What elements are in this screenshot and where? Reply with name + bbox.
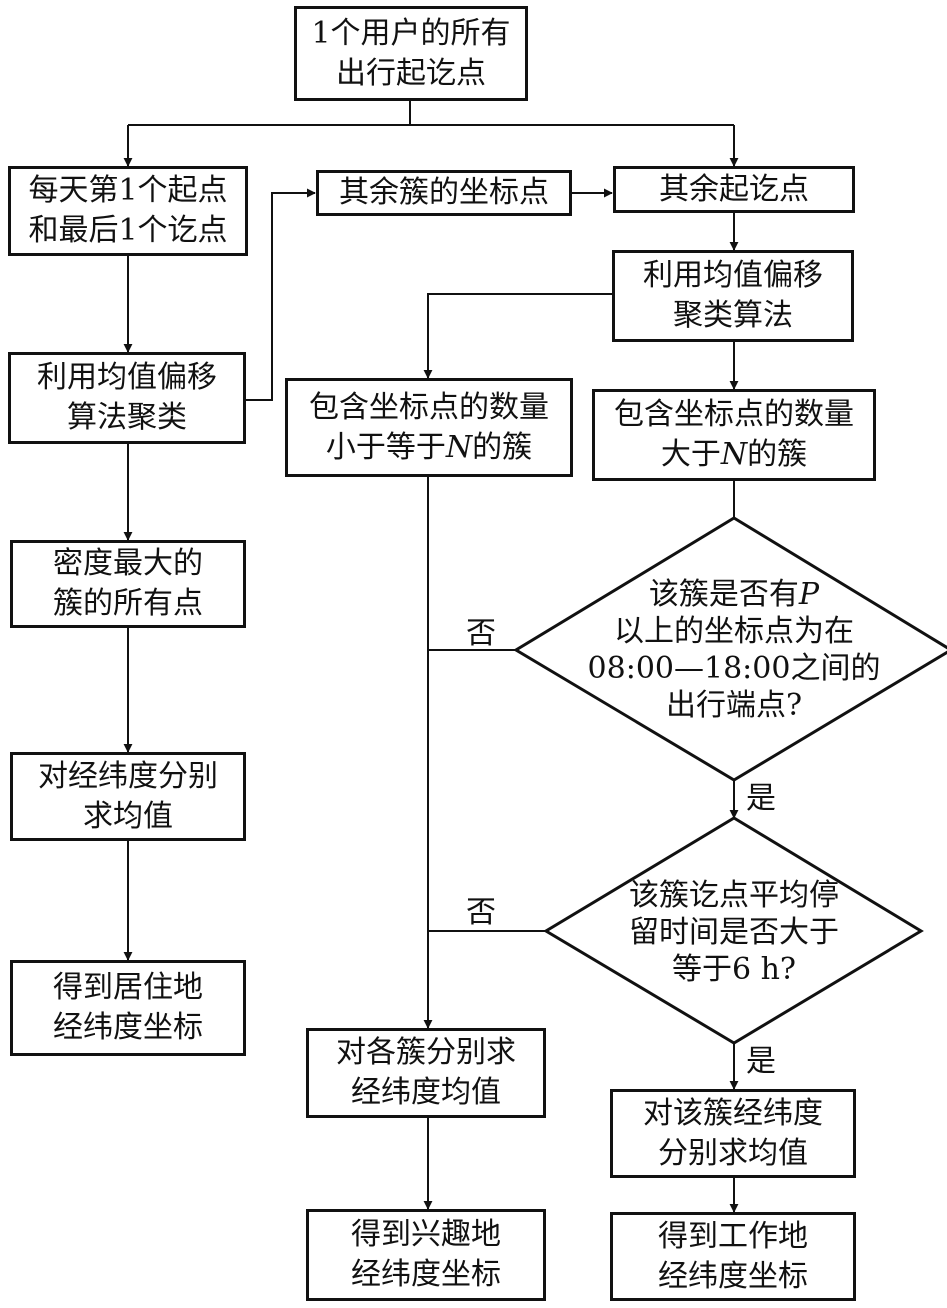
large-cluster-text-a: 大于: [660, 437, 721, 472]
connector-meanshift-to-small: [423, 293, 612, 379]
mean-each-line-2: 经纬度均值: [351, 1075, 501, 1110]
mean-each-box: 对各簇分别求 经纬度均值: [306, 1028, 546, 1118]
interest-line-2: 经纬度坐标: [351, 1257, 501, 1292]
worktime-line-2: 以上的坐标点为在: [614, 614, 854, 649]
meanshift-left-box: 利用均值偏移 算法聚类: [8, 352, 246, 444]
worktime-var-p: P: [798, 577, 820, 612]
large-cluster-var-n: N: [720, 437, 748, 472]
large-cluster-box: 包含坐标点的数量 大于N的簇: [592, 389, 876, 481]
work-line-2: 经纬度坐标: [658, 1258, 808, 1294]
start-line-2: 出行起讫点: [336, 55, 486, 91]
other-cluster-points-label: 其余簇的坐标点: [339, 175, 549, 210]
stay-line-3: 等于6 h?: [671, 951, 797, 987]
interest-box: 得到兴趣地 经纬度坐标: [306, 1209, 546, 1301]
home-line-2: 经纬度坐标: [53, 1010, 203, 1045]
small-cluster-line-1: 包含坐标点的数量: [309, 389, 549, 425]
mean-cluster-line-1: 对该簇经纬度: [643, 1095, 823, 1131]
first-last-line-2: 和最后1个讫点: [28, 213, 228, 248]
yes-label-2: 是: [746, 1044, 776, 1079]
worktime-line-3: 08:00—18:00之间的: [587, 651, 881, 686]
stay-line-2: 留时间是否大于: [629, 914, 839, 950]
first-last-box: 每天第1个起点 和最后1个讫点: [8, 166, 248, 256]
mean-cluster-box: 对该簇经纬度 分别求均值: [610, 1089, 856, 1178]
home-box: 得到居住地 经纬度坐标: [10, 960, 246, 1056]
small-cluster-box: 包含坐标点的数量 小于等于N的簇: [285, 378, 573, 477]
mean-left-box: 对经纬度分别 求均值: [10, 752, 246, 841]
stay-line-1: 该簇讫点平均停: [629, 877, 839, 913]
small-cluster-var-n: N: [445, 429, 473, 465]
interest-line-1: 得到兴趣地: [351, 1217, 501, 1252]
start-box: 1个用户的所有 出行起讫点: [294, 6, 528, 101]
meanshift-right-line-1: 利用均值偏移: [643, 258, 823, 293]
other-od-label: 其余起讫点: [659, 171, 809, 207]
decision-stay-diamond: [543, 816, 924, 1045]
worktime-text-a: 该簇是否有: [648, 577, 799, 612]
decision-stay-text: 该簇讫点平均停 留时间是否大于 等于6 h?: [590, 874, 878, 990]
meanshift-left-line-1: 利用均值偏移: [37, 360, 217, 395]
mean-cluster-line-2: 分别求均值: [658, 1135, 808, 1171]
no-label-1: 否: [466, 616, 496, 651]
worktime-line-4: 出行端点?: [665, 688, 803, 723]
decision-worktime-diamond: [513, 516, 947, 782]
start-line-1: 1个用户的所有: [311, 15, 511, 51]
work-box: 得到工作地 经纬度坐标: [610, 1212, 856, 1301]
meanshift-left-line-2: 算法聚类: [67, 400, 187, 435]
large-cluster-text-b: 的簇: [747, 437, 808, 472]
first-last-line-1: 每天第1个起点: [28, 173, 228, 208]
meanshift-right-line-2: 聚类算法: [673, 298, 793, 333]
mean-each-line-1: 对各簇分别求: [336, 1035, 516, 1070]
small-cluster-line-2: 小于等于N的簇: [326, 428, 532, 468]
other-cluster-points-box: 其余簇的坐标点: [316, 170, 572, 216]
small-cluster-text-a: 小于等于: [325, 429, 446, 465]
decision-worktime-text: 该簇是否有P 以上的坐标点为在 08:00—18:00之间的 出行端点?: [566, 570, 902, 730]
no-label-2: 否: [466, 895, 496, 930]
mean-left-line-1: 对经纬度分别: [38, 758, 218, 794]
worktime-line-1: 该簇是否有P: [649, 576, 819, 613]
densest-line-1: 密度最大的: [53, 546, 203, 581]
small-cluster-text-b: 的簇: [472, 429, 533, 465]
large-cluster-line-2: 大于N的簇: [661, 435, 807, 475]
connector-meanshift-to-other-clusters: [246, 188, 316, 401]
yes-label-1: 是: [746, 781, 776, 816]
meanshift-right-box: 利用均值偏移 聚类算法: [612, 250, 854, 342]
other-od-box: 其余起讫点: [613, 166, 855, 213]
densest-box: 密度最大的 簇的所有点: [10, 540, 246, 628]
densest-line-2: 簇的所有点: [53, 586, 203, 621]
mean-left-line-2: 求均值: [83, 798, 173, 834]
work-line-1: 得到工作地: [658, 1218, 808, 1254]
large-cluster-line-1: 包含坐标点的数量: [614, 397, 854, 432]
home-line-1: 得到居住地: [53, 970, 203, 1005]
